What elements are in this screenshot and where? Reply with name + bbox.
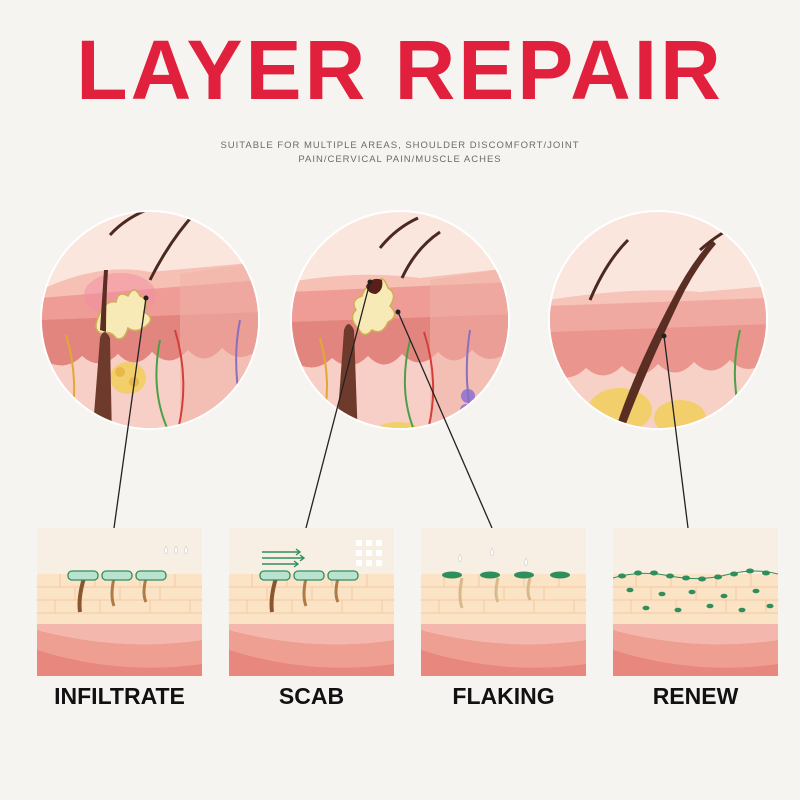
zoom-circle-scab: [290, 210, 510, 430]
stage-panel-renew: [613, 528, 778, 676]
pointer-dot-4: [661, 333, 667, 339]
stage-panel-infiltrate: [37, 528, 202, 676]
pointer-dot-3: [395, 309, 401, 315]
page-title: LAYER REPAIR: [76, 23, 724, 117]
stage-panel-flaking: [421, 528, 586, 676]
stage-label-flaking: FLAKING: [452, 683, 555, 709]
stage-label-scab: SCAB: [278, 683, 345, 709]
pointer-lines: [113, 281, 689, 529]
subtitle-line-1: SUITABLE FOR MULTIPLE AREAS, SHOULDER DI…: [220, 140, 580, 151]
penetration-arrows: [262, 548, 306, 568]
stage-label-infiltrate: INFILTRATE: [54, 683, 185, 709]
zoom-circle-infiltrate: [40, 210, 260, 430]
zoom-circle-renew: [548, 210, 768, 430]
subtitle-line-2: PAIN/CERVICAL PAIN/MUSCLE ACHES: [298, 154, 502, 165]
page-subtitle: SUITABLE FOR MULTIPLE AREAS, SHOULDER DI…: [200, 139, 600, 167]
stage-panel-scab: [229, 528, 394, 676]
stage-label-renew: RENEW: [652, 683, 739, 709]
pointer-dot-2: [367, 279, 373, 285]
pointer-dot-1: [143, 295, 149, 301]
